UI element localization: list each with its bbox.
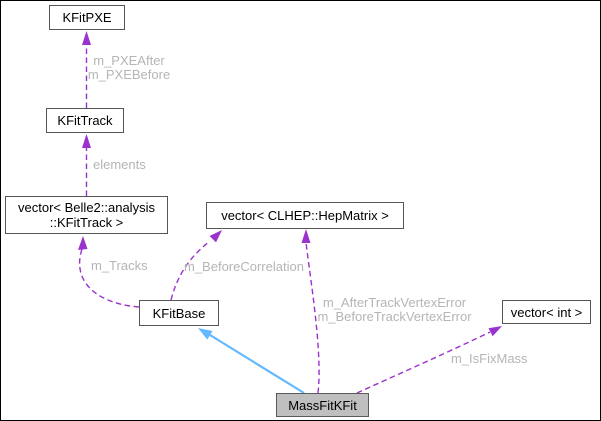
dashed-arrowheads-group [78, 31, 502, 337]
node-vector-kfittrack-label-line1: vector< Belle2::analysis [18, 200, 155, 215]
node-vector-int-label: vector< int > [510, 304, 583, 320]
edge-label-is-fix-mass: m_IsFixMass [451, 351, 528, 366]
edge-massfitkfit-to-vector-hepmatrix [305, 241, 320, 394]
edge-label-pxe: m_PXEAfter m_PXEBefore [86, 54, 172, 82]
node-kfitpxe-label: KFitPXE [62, 10, 112, 25]
arrowhead-kfitbase-inheritance [198, 328, 213, 340]
node-vector-kfittrack[interactable]: vector< Belle2::analysis ::KFitTrack > [5, 196, 168, 234]
dashed-edges-group [79, 44, 491, 394]
node-kfitbase-label: KFitBase [152, 305, 206, 321]
node-kfittrack-label: KFitTrack [57, 113, 113, 128]
edge-massfitkfit-to-kfitbase-inheritance [209, 334, 305, 394]
arrowhead-vector-kfittrack [78, 236, 88, 250]
edge-kfitbase-to-vector-kfittrack [79, 248, 140, 308]
arrowhead-vector-hepmatrix-bottom [301, 229, 311, 243]
node-vector-int[interactable]: vector< int > [502, 300, 591, 324]
node-vector-hepmatrix-label: vector< CLHEP::HepMatrix > [221, 208, 389, 223]
node-vector-hepmatrix[interactable]: vector< CLHEP::HepMatrix > [206, 202, 404, 229]
edge-label-tracks: m_Tracks [91, 258, 148, 273]
node-kfittrack[interactable]: KFitTrack [46, 108, 124, 133]
edge-label-before-correlation: m_BeforeCorrelation [184, 259, 304, 274]
edge-label-elements: elements [93, 157, 146, 172]
node-massfitkfit-label: MassFitKFit [288, 397, 357, 413]
arrowhead-kfittrack [82, 134, 91, 148]
arrowhead-kfitpxe [82, 31, 91, 45]
edge-label-pxe-before: m_PXEBefore [87, 67, 171, 82]
edge-label-pxe-after: m_PXEAfter [93, 53, 165, 68]
arrowhead-vector-hepmatrix-left [209, 230, 222, 243]
edge-label-track-vertex-error: m_AfterTrackVertexError m_BeforeTrackVer… [314, 296, 475, 324]
inheritance-arrowhead-group [198, 328, 213, 340]
edge-label-after-track-vertex-error: m_AfterTrackVertexError [322, 295, 467, 310]
node-vector-kfittrack-label-line2: ::KFitTrack > [49, 215, 124, 230]
inheritance-edge-group [209, 334, 305, 394]
node-kfitpxe[interactable]: KFitPXE [49, 5, 125, 30]
edge-massfitkfit-to-vector-int [356, 331, 491, 394]
edge-label-before-track-vertex-error: m_BeforeTrackVertexError [317, 309, 472, 324]
node-kfitbase[interactable]: KFitBase [139, 300, 219, 326]
node-massfitkfit: MassFitKFit [276, 393, 369, 417]
arrowhead-vector-int [488, 326, 502, 337]
edge-kfitbase-to-vector-hepmatrix [170, 240, 211, 301]
